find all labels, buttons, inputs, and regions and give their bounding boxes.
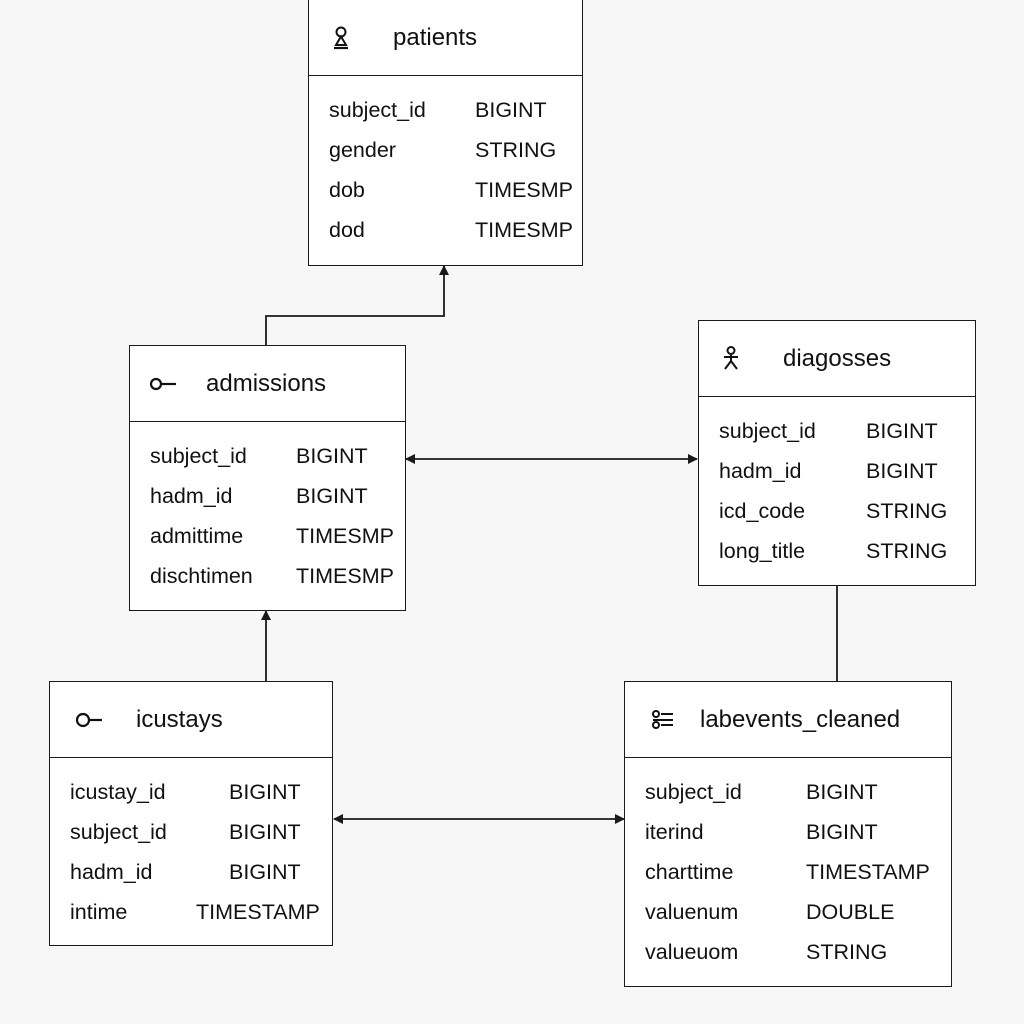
field-type: TIMESMP: [475, 218, 573, 242]
table-title: admissions: [206, 370, 327, 397]
relation-admissions-patients: [265, 265, 449, 345]
field-type: BIGINT: [806, 780, 878, 804]
field-name: dischtimen: [150, 564, 253, 588]
table-labevents-cleaned[interactable]: labevents_cleaned subject_id BIGINT iter…: [624, 681, 952, 987]
field-name: icustay_id: [70, 780, 166, 804]
table-header: patients: [309, 0, 582, 76]
field-type: BIGINT: [229, 820, 301, 844]
table-admissions[interactable]: admissions subject_id BIGINT hadm_id BIG…: [129, 345, 406, 611]
list-filter-icon: [652, 710, 673, 729]
key-icon: [75, 712, 102, 728]
field-name: subject_id: [645, 780, 742, 804]
field-name: charttime: [645, 860, 734, 884]
field-type: BIGINT: [296, 444, 368, 468]
field-name: hadm_id: [719, 459, 802, 483]
field-type: BIGINT: [475, 98, 547, 122]
field-name: hadm_id: [150, 484, 233, 508]
field-type: TIMESMP: [475, 178, 573, 202]
field-name: valuenum: [645, 900, 739, 924]
field-name: long_title: [719, 539, 806, 563]
table-patients[interactable]: patients subject_id BIGINT gender STRING…: [308, 0, 583, 266]
field-name: subject_id: [150, 444, 247, 468]
field-name: hadm_id: [70, 860, 153, 884]
field-type: BIGINT: [866, 419, 938, 443]
field-type: TIMESTAMP: [806, 860, 930, 884]
table-header: diagosses: [699, 321, 975, 397]
field-name: iterind: [645, 820, 704, 844]
table-title: labevents_cleaned: [700, 706, 901, 733]
field-name: gender: [329, 138, 396, 162]
table-title: patients: [393, 24, 478, 51]
table-title: icustays: [136, 706, 223, 733]
person-icon: [724, 346, 738, 370]
table-header: admissions: [130, 346, 405, 422]
field-type: TIMESMP: [296, 524, 394, 548]
field-name: icd_code: [719, 499, 806, 523]
field-type: BIGINT: [296, 484, 368, 508]
key-icon: [149, 377, 176, 391]
field-name: subject_id: [329, 98, 426, 122]
field-type: STRING: [806, 940, 888, 964]
field-type: STRING: [866, 499, 948, 523]
table-title: diagosses: [783, 345, 892, 372]
field-type: DOUBLE: [806, 900, 895, 924]
table-icustays[interactable]: icustays icustay_id BIGINT subject_id BI…: [49, 681, 333, 946]
person-hourglass-icon: [334, 26, 348, 50]
table-header: icustays: [50, 682, 332, 758]
field-type: STRING: [866, 539, 948, 563]
field-name: dob: [329, 178, 365, 202]
field-name: intime: [70, 900, 128, 924]
field-type: BIGINT: [806, 820, 878, 844]
field-name: subject_id: [719, 419, 816, 443]
field-type: STRING: [475, 138, 557, 162]
field-type: TIMESMP: [296, 564, 394, 588]
field-name: subject_id: [70, 820, 167, 844]
table-diagosses[interactable]: diagosses subject_id BIGINT hadm_id BIGI…: [698, 320, 976, 586]
field-type: TIMESTAMP: [196, 900, 320, 924]
field-type: BIGINT: [229, 780, 301, 804]
field-name: admittime: [150, 524, 244, 548]
field-name: dod: [329, 218, 365, 242]
field-type: BIGINT: [866, 459, 938, 483]
field-name: valueuom: [645, 940, 739, 964]
field-type: BIGINT: [229, 860, 301, 884]
table-header: labevents_cleaned: [625, 682, 951, 758]
